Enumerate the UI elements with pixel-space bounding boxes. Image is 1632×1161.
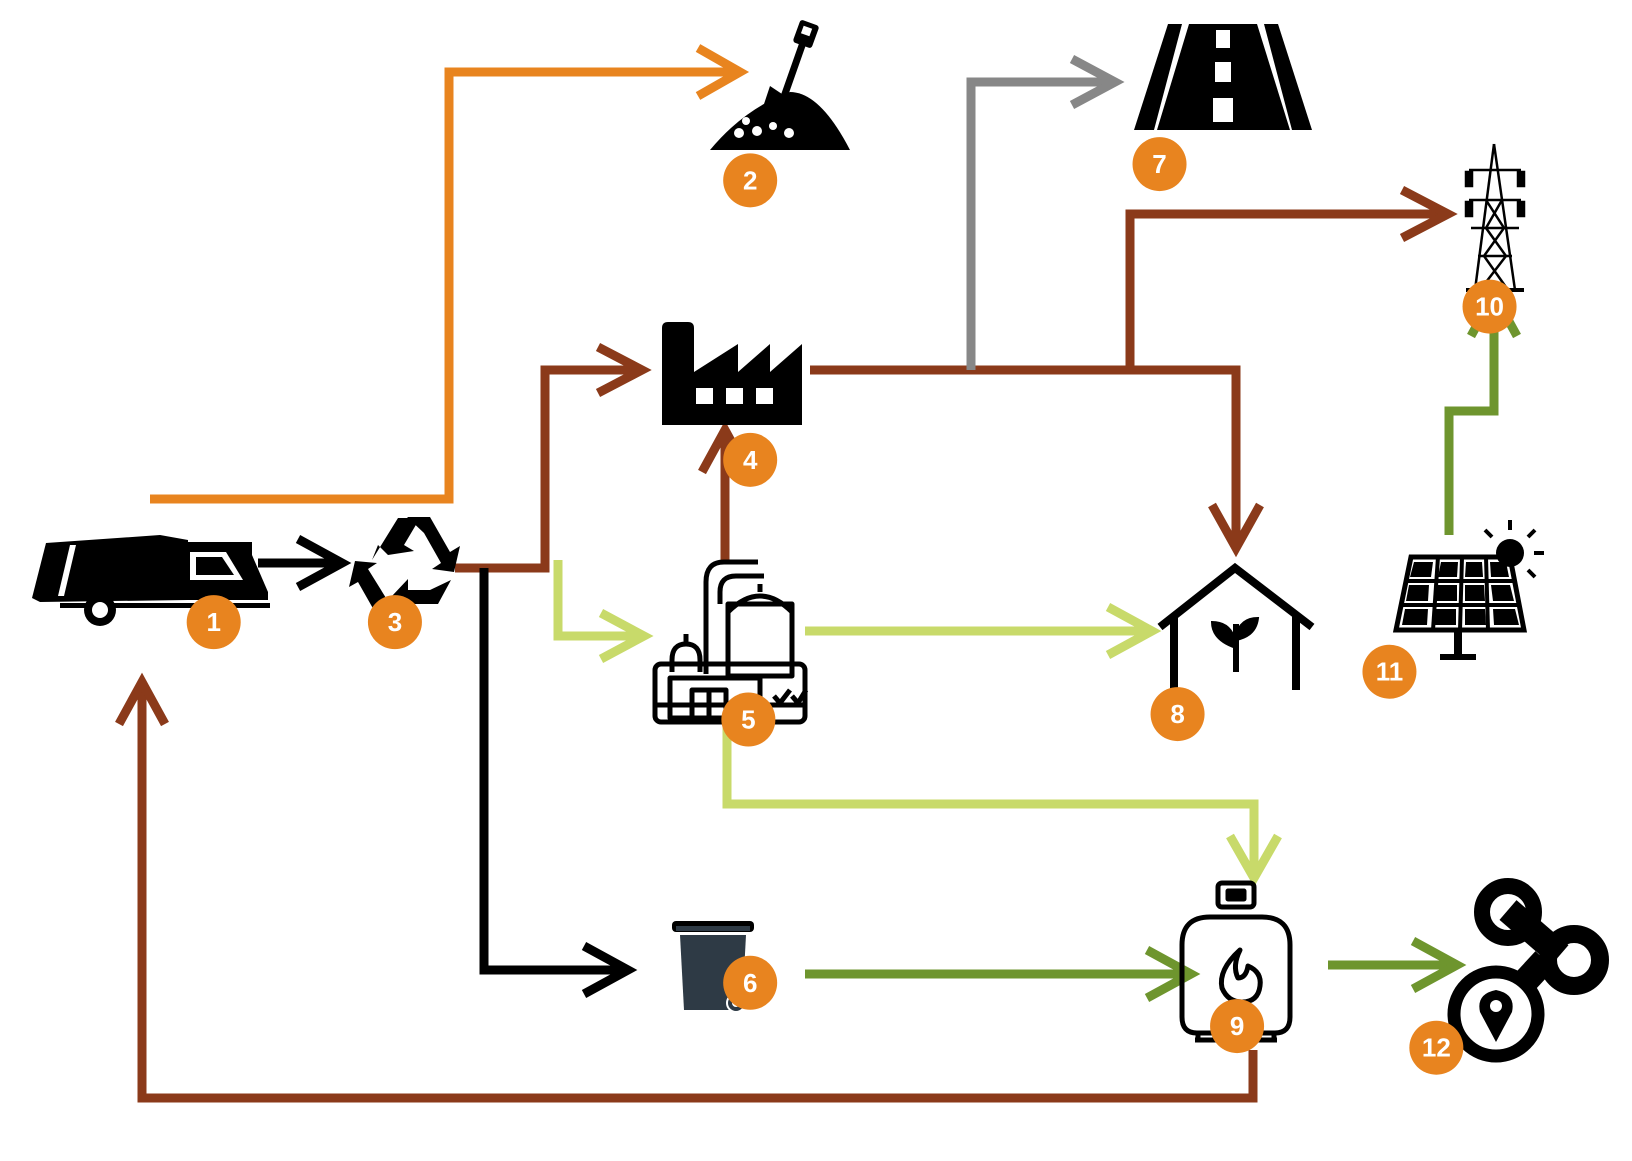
arrowhead-5-9 <box>1226 833 1282 888</box>
node-badge-5: 5 <box>721 692 776 747</box>
node-badge-12: 12 <box>1409 1020 1464 1075</box>
badge-number: 4 <box>743 445 758 475</box>
badge-number: 11 <box>1376 657 1404 687</box>
node-badge-3: 3 <box>367 595 422 650</box>
node-badge-6: 6 <box>723 955 778 1010</box>
arrowhead-9-1 <box>115 672 169 727</box>
node-badge-1: 1 <box>186 595 241 650</box>
arrowhead-3-5 <box>598 609 654 663</box>
badge-circle <box>1409 1020 1464 1075</box>
edge-4-trunk <box>810 365 1241 540</box>
badge-circle <box>186 595 241 650</box>
arrowhead-5-8 <box>1105 603 1162 659</box>
node-badge-2: 2 <box>723 153 778 208</box>
badge-number: 3 <box>388 607 402 637</box>
biogas-plant-icon <box>652 559 809 725</box>
badge-number: 5 <box>741 705 755 735</box>
arrowhead-4-8 <box>1208 502 1264 558</box>
badge-circle <box>367 595 422 650</box>
factory-icon <box>662 322 802 425</box>
edge-3-5 <box>553 560 640 641</box>
badge-circle <box>721 692 776 747</box>
arrowhead-3-6 <box>581 942 638 998</box>
node-badge-10: 10 <box>1462 279 1517 334</box>
edge-3-6 <box>479 568 628 975</box>
arrowhead-9-12 <box>1410 937 1467 993</box>
badge-circle <box>723 153 778 208</box>
badge-circle <box>1362 644 1417 699</box>
edge-4-7 <box>966 77 1115 370</box>
badge-circle <box>1462 279 1517 334</box>
badge-number: 1 <box>206 607 220 637</box>
road-icon <box>1134 24 1312 130</box>
gas-cylinder-icon <box>1179 880 1293 1043</box>
soil-shovel-icon <box>710 20 850 150</box>
arrowhead-4-7 <box>1069 55 1125 109</box>
node-badge-11: 11 <box>1362 644 1417 699</box>
edge-5-9 <box>722 720 1259 870</box>
badge-number: 12 <box>1422 1033 1451 1063</box>
node-badge-7: 7 <box>1132 137 1187 192</box>
node-badge-4: 4 <box>723 432 778 487</box>
badge-circle <box>723 432 778 487</box>
edge-11-10 <box>1444 304 1499 535</box>
power-tower-icon <box>1464 143 1526 292</box>
node-badge-9: 9 <box>1210 999 1265 1054</box>
badge-circle <box>1210 999 1265 1054</box>
badge-number: 2 <box>743 165 757 195</box>
edge-4-10 <box>1125 209 1448 370</box>
arrowhead-4-10 <box>1399 186 1458 242</box>
badge-number: 8 <box>1170 699 1184 729</box>
arrowhead-3-4 <box>595 343 652 397</box>
arrowhead-1-3 <box>295 535 352 591</box>
badge-number: 7 <box>1152 149 1166 179</box>
edge-9-1 <box>137 682 1258 1103</box>
badge-number: 10 <box>1475 292 1504 322</box>
solar-panel-icon <box>1392 520 1544 660</box>
edge-1-2 <box>150 67 735 504</box>
badge-circle <box>1132 137 1187 192</box>
badge-number: 6 <box>743 968 757 998</box>
badge-circle <box>723 955 778 1010</box>
badge-number: 9 <box>1230 1011 1244 1041</box>
arrowhead-1-2 <box>695 44 750 100</box>
badge-circle <box>1150 687 1205 742</box>
arrowhead-6-9 <box>1144 946 1201 1002</box>
node-badge-8: 8 <box>1150 687 1205 742</box>
edge-3-4 <box>455 365 640 573</box>
location-network-icon <box>1447 878 1609 1063</box>
greenhouse-icon <box>1157 562 1315 690</box>
